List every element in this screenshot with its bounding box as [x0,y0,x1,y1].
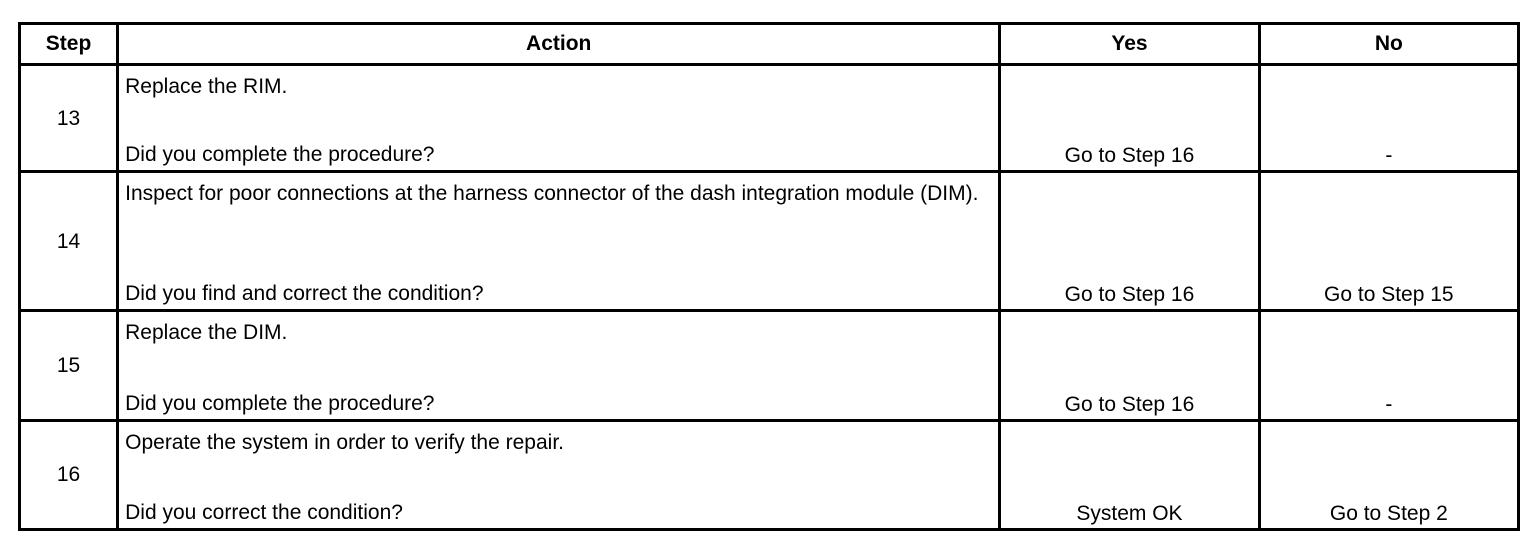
action-description: Inspect for poor connections at the harn… [125,182,979,206]
no-result: - [1260,312,1517,419]
yes-result: Go to Step 16 [1001,65,1258,171]
step-number: 16 [21,421,117,528]
table-header-row: Step Action Yes No [21,25,1517,63]
table-row: 14 Inspect for poor connections at the h… [21,173,1517,310]
action-description: Replace the DIM. [125,321,288,345]
table-row: 15 Replace the DIM. Did you complete the… [21,312,1517,419]
header-action: Action [119,25,999,63]
action-cell: Inspect for poor connections at the harn… [119,173,999,310]
action-question: Did you complete the procedure? [125,391,435,415]
no-result: Go to Step 2 [1260,421,1517,528]
action-cell: Operate the system in order to verify th… [119,421,999,528]
action-question: Did you find and correct the condition? [125,282,484,306]
header-yes: Yes [1001,25,1258,63]
action-question: Did you correct the condition? [125,501,403,524]
action-question: Did you complete the procedure? [125,143,435,167]
action-description: Operate the system in order to verify th… [125,430,564,454]
no-result: Go to Step 15 [1260,173,1517,310]
action-cell: Replace the DIM. Did you complete the pr… [119,312,999,419]
yes-result: System OK [1001,421,1258,528]
header-no: No [1260,25,1517,63]
action-description: Replace the RIM. [125,74,288,98]
diagnostic-table: Step Action Yes No 13 Replace the RIM. D… [18,22,1520,531]
table-row: 13 Replace the RIM. Did you complete the… [21,65,1517,171]
step-number: 15 [21,312,117,419]
yes-result: Go to Step 16 [1001,173,1258,310]
table-row: 16 Operate the system in order to verify… [21,421,1517,528]
no-result: - [1260,65,1517,171]
header-step: Step [21,25,117,63]
step-number: 14 [21,173,117,310]
diagnostic-table-frame: Step Action Yes No 13 Replace the RIM. D… [18,22,1520,531]
action-cell: Replace the RIM. Did you complete the pr… [119,65,999,171]
step-number: 13 [21,65,117,171]
yes-result: Go to Step 16 [1001,312,1258,419]
